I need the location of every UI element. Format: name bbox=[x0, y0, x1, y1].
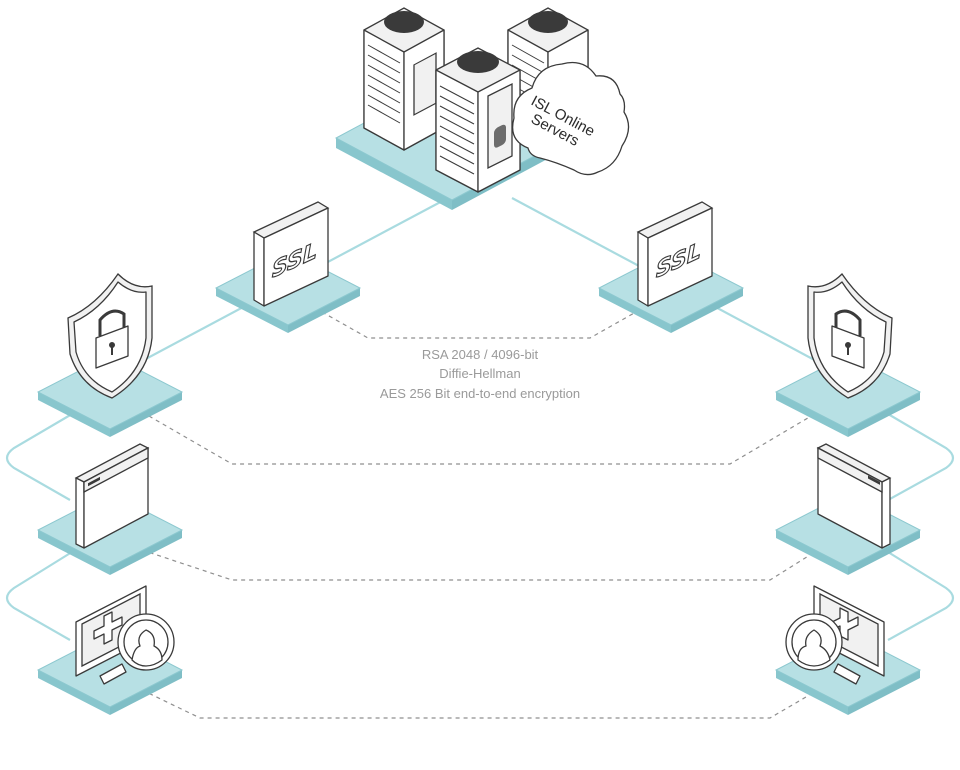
encrypted-tunnels bbox=[141, 311, 819, 719]
connection-lines bbox=[5, 197, 955, 641]
encryption-line-dh: Diffie-Hellman bbox=[439, 366, 520, 381]
shield-lock-icon-left bbox=[67, 272, 153, 399]
user-avatar-icon-left bbox=[117, 613, 175, 671]
client-monitor-icon-right bbox=[785, 585, 885, 685]
encryption-info: RSA 2048 / 4096-bit Diffie-Hellman AES 2… bbox=[380, 347, 580, 401]
ssl-certificate-icon-left: SSL bbox=[252, 201, 330, 307]
encryption-line-aes: AES 256 Bit end-to-end encryption bbox=[380, 386, 580, 401]
ssl-certificate-icon-right: SSL bbox=[636, 201, 714, 307]
application-window-icon-right bbox=[816, 443, 892, 549]
application-window-icon-left bbox=[74, 443, 150, 549]
shield-lock-icon-right bbox=[807, 272, 893, 399]
cloud-icon: ISL Online Servers bbox=[511, 61, 630, 176]
user-avatar-icon-right bbox=[785, 613, 843, 671]
client-monitor-icon-left bbox=[75, 585, 175, 685]
encryption-line-rsa: RSA 2048 / 4096-bit bbox=[422, 347, 539, 362]
